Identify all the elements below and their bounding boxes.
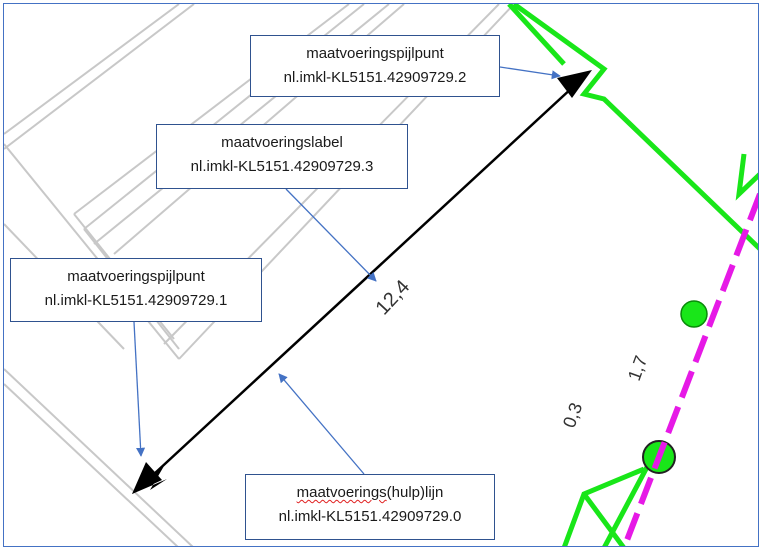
dimension-label: 12,4 — [372, 276, 415, 319]
green-node-1 — [680, 300, 708, 328]
callout-connectors — [133, 66, 561, 475]
callout-title: maatvoeringspijlpunt — [67, 268, 205, 285]
dimension-arrowhead-top — [557, 70, 592, 98]
callout-title: maatvoerings(hulp)lijn — [246, 481, 494, 505]
dimension-line — [132, 70, 592, 494]
callout-title: maatvoeringspijlpunt — [306, 45, 444, 62]
connector-bottom-point — [133, 321, 146, 457]
callout-title: maatvoeringslabel — [221, 134, 343, 151]
callout-arrow-point-bottom: maatvoeringspijlpunt nl.imkl-KL5151.4290… — [10, 258, 262, 322]
callout-title-suffix: (hulp)lijn — [386, 484, 444, 501]
callout-id: nl.imkl-KL5151.42909729.2 — [283, 69, 467, 86]
connector-top-point — [499, 66, 561, 80]
callout-title-main: maatvoerings — [296, 484, 387, 501]
callout-label: maatvoeringslabel nl.imkl-KL5151.4290972… — [156, 124, 408, 189]
magenta-dashed-line — [621, 192, 758, 546]
green-cable — [507, 4, 758, 546]
callout-id: nl.imkl-KL5151.42909729.0 — [278, 508, 462, 525]
connector-label — [285, 188, 377, 282]
callout-arrow-point-top: maatvoeringspijlpunt nl.imkl-KL5151.4290… — [250, 35, 500, 97]
callout-id: nl.imkl-KL5151.42909729.3 — [190, 158, 374, 175]
callout-id: nl.imkl-KL5151.42909729.1 — [44, 292, 228, 309]
depth-label-a: 1,7 — [624, 353, 651, 383]
callout-line: maatvoerings(hulp)lijn nl.imkl-KL5151.42… — [245, 474, 495, 540]
depth-label-b: 0,3 — [559, 400, 586, 430]
diagram-frame: 12,4 1,7 0,3 maatvoeringspijlpunt nl.imk… — [3, 3, 759, 547]
connector-line — [278, 373, 365, 475]
